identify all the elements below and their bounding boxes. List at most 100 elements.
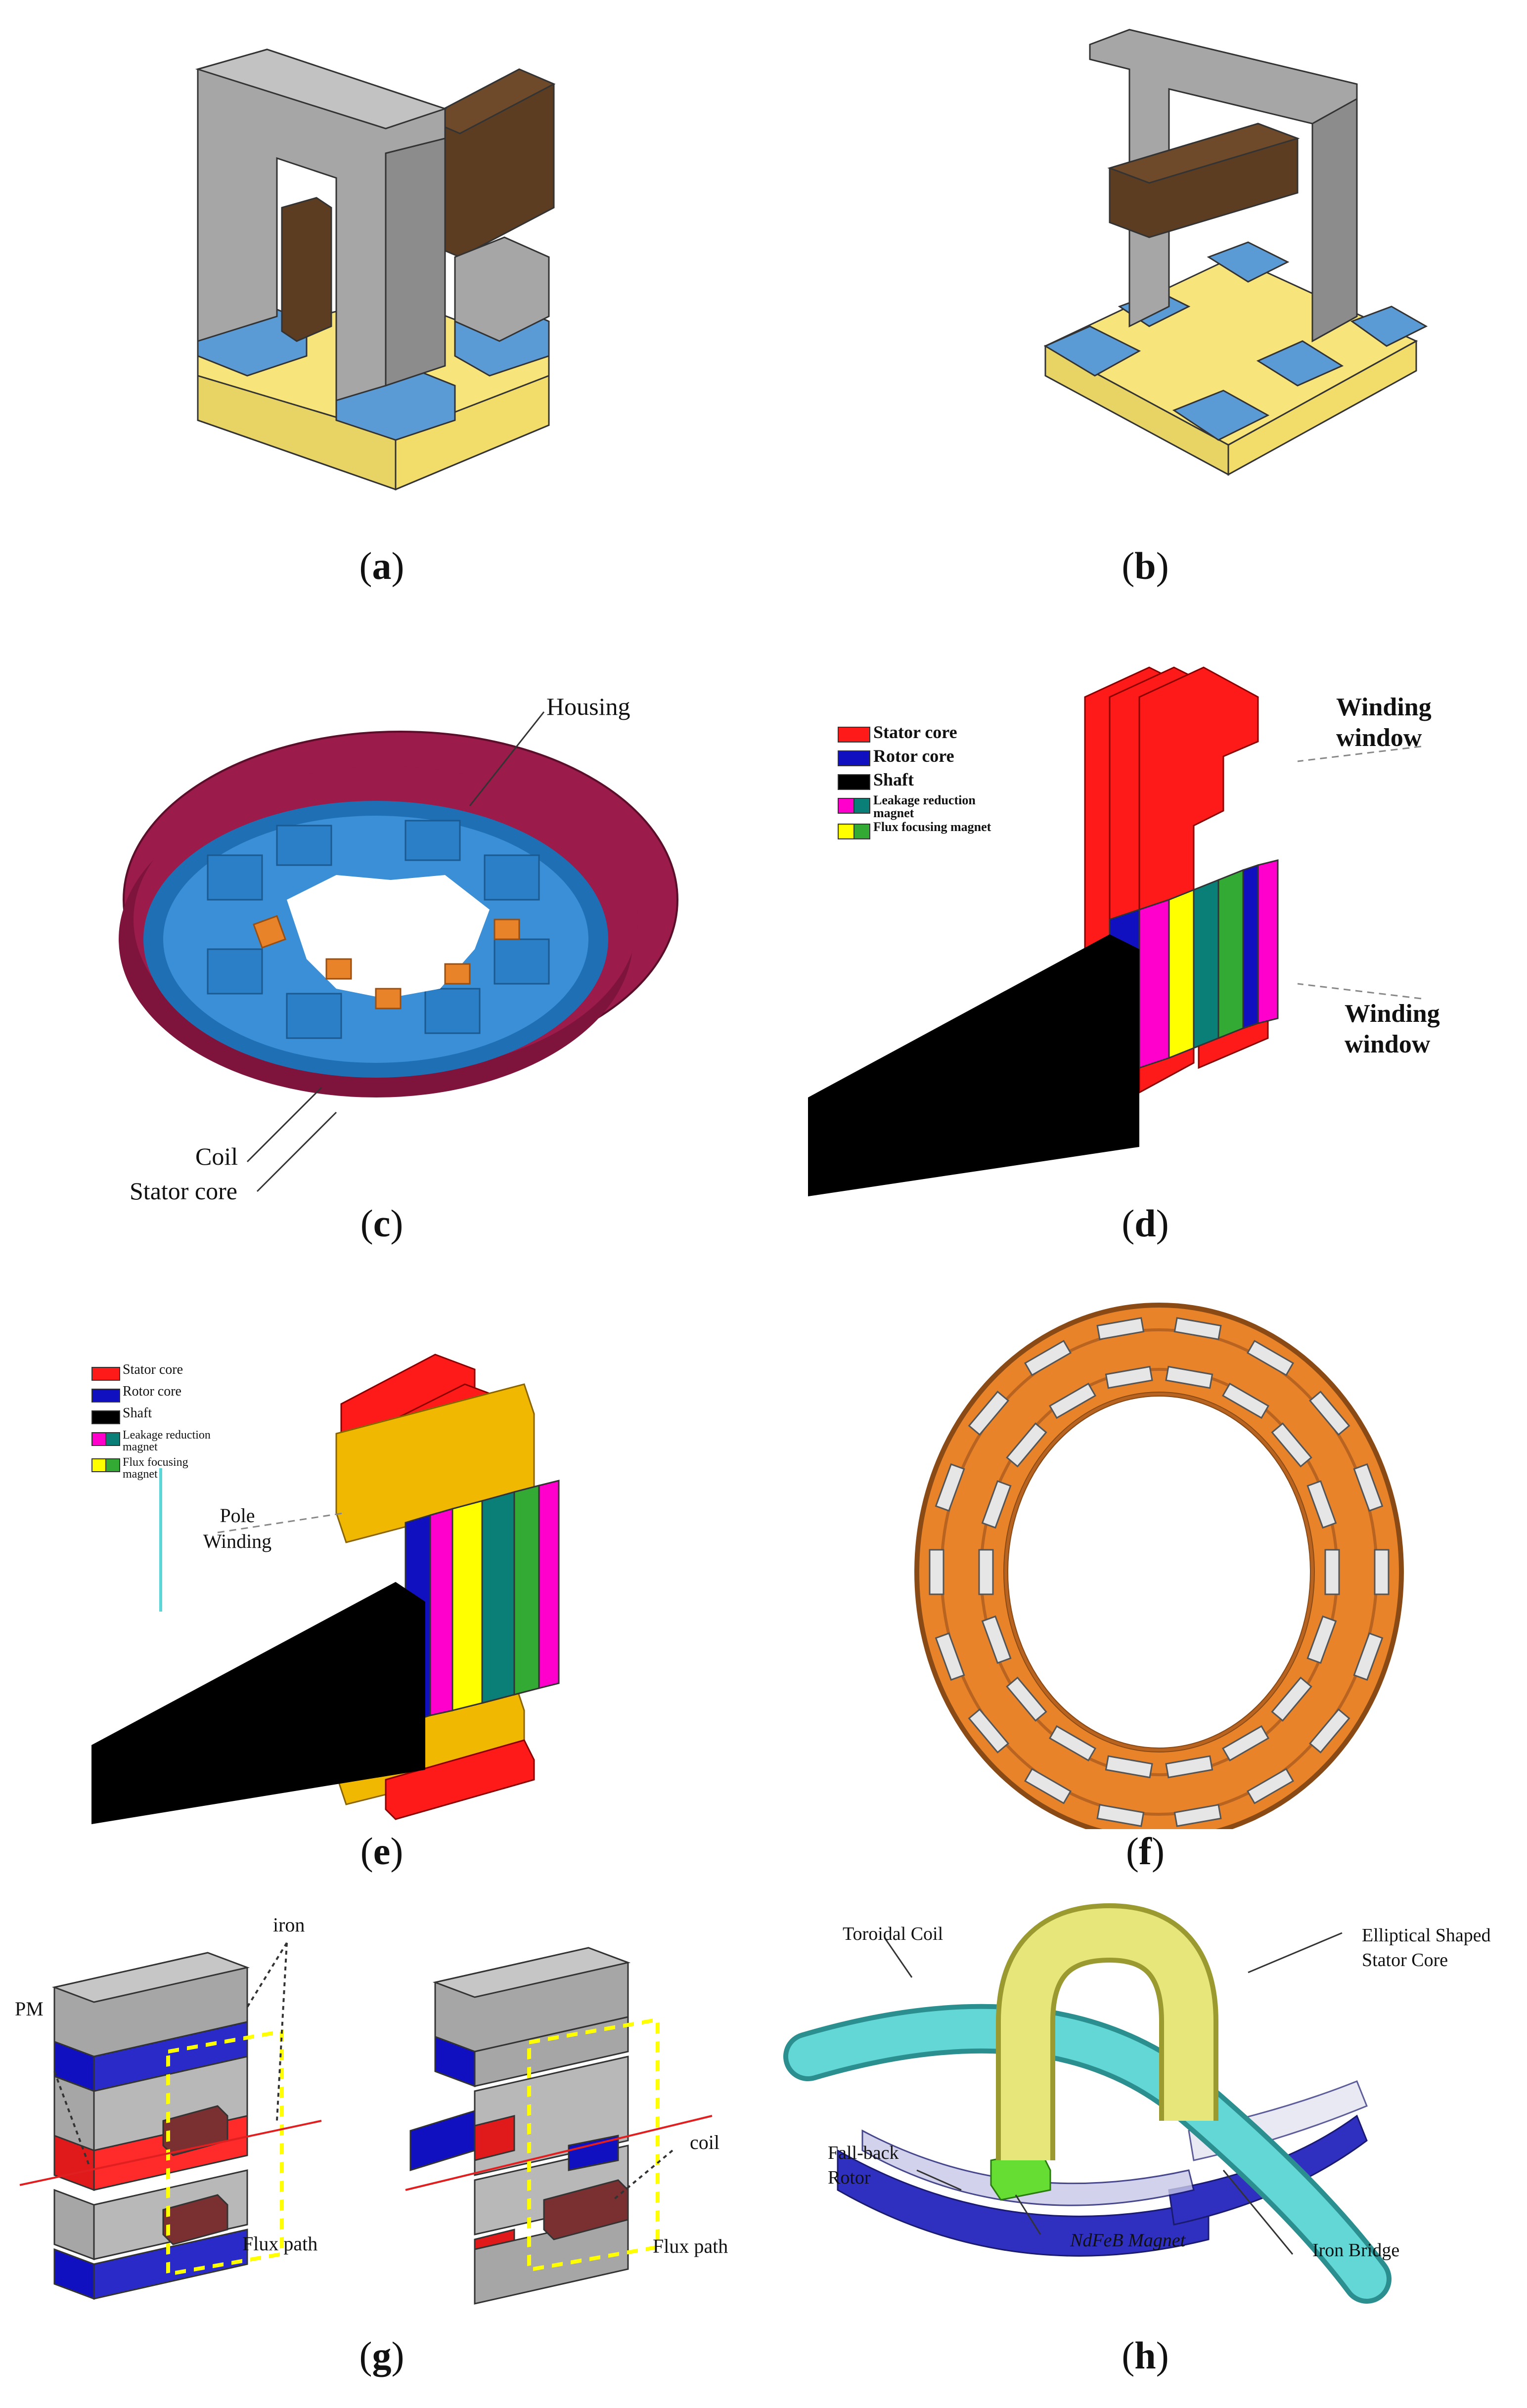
label-pole-winding: Pole Winding: [203, 1504, 272, 1552]
stator-tooth: [1374, 1549, 1390, 1595]
legend-flux-magnet: Flux focusing magnet: [873, 820, 991, 834]
caption-d: d: [1134, 1202, 1156, 1245]
label-coil: Coil: [195, 1142, 238, 1170]
caption-h: h: [1134, 2334, 1156, 2377]
stator-tooth: [1048, 1725, 1097, 1762]
panel-d: Stator core Rotor core Shaft Leakage red…: [764, 643, 1527, 1285]
label-iron: iron: [273, 1914, 305, 1936]
legend-e-swatch-flux-a: [91, 1458, 106, 1472]
label-flux-path-left: Flux path: [242, 2233, 318, 2255]
stator-tooth: [1048, 1382, 1097, 1419]
legend-swatch-leakage-a: [838, 798, 854, 814]
stator-tooth: [1105, 1365, 1153, 1389]
stator-tooth: [929, 1549, 944, 1595]
label-winding-window-bottom: Winding window: [1345, 1000, 1440, 1058]
stator-tooth: [1324, 1549, 1340, 1595]
stator-tooth: [1246, 1768, 1295, 1804]
stator-tooth: [1006, 1676, 1047, 1722]
stator-tooth: [1308, 1708, 1350, 1753]
legend-swatch-flux-a: [838, 824, 854, 839]
legend-e-swatch-leakage-b: [105, 1432, 120, 1446]
caption-a: a: [372, 544, 392, 587]
legend-swatch-flux-b: [853, 824, 870, 839]
label-housing: Housing: [546, 693, 630, 720]
stator-tooth: [1165, 1755, 1213, 1779]
caption-f: f: [1139, 1830, 1152, 1873]
stator-tooth: [968, 1708, 1010, 1753]
stator-tooth: [935, 1463, 965, 1512]
legend-e-leakage-magnet: Leakage reduction magnet: [123, 1429, 211, 1453]
legend-e-shaft: Shaft: [123, 1405, 152, 1421]
legend-rotor-core: Rotor core: [873, 746, 954, 766]
panel-h: Toroidal Coil Elliptical Shaped Stator C…: [764, 1893, 1527, 2408]
legend-e-swatch-leakage-a: [91, 1432, 106, 1446]
legend-stator-core: Stator core: [873, 722, 957, 742]
label-pm: PM: [15, 1998, 44, 2020]
caption-g: g: [372, 2334, 392, 2377]
panel-e-illustration: [91, 1354, 560, 1824]
stator-tooth: [981, 1615, 1012, 1664]
legend-shaft: Shaft: [873, 770, 914, 789]
legend-leakage-magnet: Leakage reduction magnet: [873, 793, 976, 820]
stator-tooth: [1221, 1725, 1270, 1762]
panel-a: (a): [0, 0, 764, 608]
panel-g-illustration: [19, 1942, 713, 2305]
stator-tooth: [1173, 1804, 1222, 1827]
stator-tooth: [1173, 1317, 1222, 1340]
stator-tooth: [1105, 1755, 1153, 1779]
legend-swatch-shaft: [838, 774, 870, 790]
stator-tooth: [1024, 1768, 1072, 1804]
label-winding-window-top: Winding window: [1336, 693, 1432, 752]
stator-tooth: [1024, 1340, 1072, 1376]
legend-e-swatch-stator: [91, 1367, 120, 1381]
label-toroidal-coil: Toroidal Coil: [843, 1924, 943, 1944]
stator-tooth: [1006, 1422, 1047, 1468]
legend-e-rotor-core: Rotor core: [123, 1384, 181, 1399]
stator-tooth: [1306, 1480, 1337, 1529]
panel-e: Stator core Rotor core Shaft Leakage red…: [0, 1285, 764, 1893]
label-iron-bridge: Iron Bridge: [1312, 2240, 1400, 2261]
label-fall-back-rotor: Fall-back Rotor: [828, 2143, 899, 2188]
stator-tooth: [978, 1549, 994, 1595]
stator-tooth: [981, 1480, 1012, 1529]
label-stator-core: Stator core: [130, 1177, 237, 1205]
stator-tooth: [935, 1632, 965, 1681]
stator-tooth: [1271, 1422, 1312, 1468]
caption-b: b: [1134, 544, 1156, 587]
stator-tooth: [1246, 1340, 1295, 1376]
stator-tooth: [1306, 1615, 1337, 1664]
legend-e-swatch-rotor: [91, 1389, 120, 1402]
legend-e-swatch-flux-b: [105, 1458, 120, 1472]
panel-g: iron PM Flux path coil Flux path (g): [0, 1893, 764, 2408]
legend-swatch-rotor: [838, 750, 870, 766]
caption-c: c: [373, 1202, 391, 1245]
panel-c-illustration: [119, 711, 678, 1192]
stator-tooth: [1353, 1463, 1384, 1512]
stator-tooth: [1221, 1382, 1270, 1419]
stator-tooth: [1096, 1804, 1145, 1827]
legend-swatch-leakage-b: [853, 798, 870, 814]
panel-b-illustration: [1043, 29, 1428, 476]
panel-f: (f): [764, 1285, 1527, 1893]
caption-e: e: [373, 1830, 391, 1873]
legend-e-stator-core: Stator core: [123, 1362, 183, 1377]
legend-e-flux-magnet: Flux focusing magnet: [123, 1456, 188, 1481]
label-coil-g: coil: [690, 2131, 719, 2153]
panel-c: Housing Coil Stator core (c): [0, 643, 764, 1285]
label-elliptical-stator: Elliptical Shaped Stator Core: [1362, 1925, 1491, 1970]
panel-f-illustration: [914, 1303, 1404, 1829]
panel-b: (b): [764, 0, 1527, 608]
legend-swatch-stator: [838, 727, 870, 743]
stator-tooth: [1353, 1632, 1384, 1681]
stator-tooth: [968, 1391, 1010, 1436]
panel-d-illustration: [808, 666, 1422, 1196]
stator-tooth: [1308, 1391, 1350, 1436]
label-flux-path-right: Flux path: [653, 2235, 728, 2257]
label-ndfeb-magnet: NdFeB Magnet: [1070, 2230, 1186, 2251]
legend-e-swatch-shaft: [91, 1410, 120, 1424]
stator-tooth: [1271, 1676, 1312, 1722]
stator-tooth: [1165, 1365, 1213, 1389]
panel-h-illustration: [783, 1903, 1392, 2304]
stator-tooth: [1096, 1317, 1145, 1340]
panel-a-illustration: [195, 48, 556, 491]
